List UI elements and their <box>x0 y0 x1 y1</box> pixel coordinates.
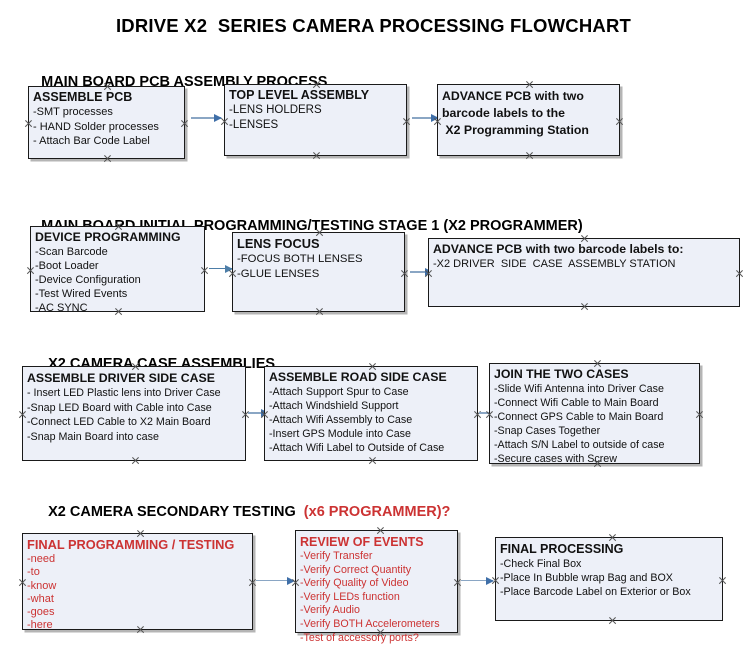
node-advance-pcb-to-x2-programming-station[interactable]: ADVANCE PCB with two barcode labels to t… <box>437 84 620 156</box>
connection-handle-bottom[interactable] <box>103 154 112 163</box>
node-line: -Boot Loader <box>35 260 99 272</box>
node-line: -Test Wired Events <box>35 288 128 300</box>
connector-assemble-pcb-to-top-level-assembly <box>191 113 222 122</box>
node-line: -AC SYNC <box>35 302 88 314</box>
node-line: -what <box>27 592 54 605</box>
node-final-processing[interactable]: FINAL PROCESSING -Check Final Box -Place… <box>495 537 723 621</box>
node-line: -Verify Correct Quantity <box>300 563 412 576</box>
connector-device-programming-to-lens-focus <box>209 263 233 275</box>
node-title: JOIN THE TWO CASES <box>494 367 629 381</box>
connection-handle-bottom[interactable] <box>525 151 534 160</box>
node-line: -need <box>27 553 56 565</box>
node-title: REVIEW OF EVENTS <box>300 535 424 549</box>
node-title: TOP LEVEL ASSEMBLY <box>229 88 370 102</box>
connector-top-level-assembly-to-advance-pcb <box>412 113 439 122</box>
node-title: ASSEMBLE PCB <box>33 90 133 104</box>
connection-handle-bottom[interactable] <box>580 302 589 311</box>
node-title: ASSEMBLE ROAD SIDE CASE <box>269 370 447 384</box>
node-line: -Verify Audio <box>300 604 361 617</box>
connection-handle-bottom[interactable] <box>368 456 377 465</box>
node-line: -Attach Wifi Label to Outside of Case <box>269 442 445 454</box>
node-title: DEVICE PROGRAMMING <box>35 230 181 244</box>
node-line-overflow: -Test of accessory ports? <box>300 631 419 644</box>
node-line: -goes <box>27 606 55 619</box>
node-line: -Attach Wifi Assembly to Case <box>269 414 413 426</box>
node-top-level-assembly[interactable]: TOP LEVEL ASSEMBLY -LENS HOLDERS -LENSES <box>224 84 407 156</box>
node-title: ADVANCE PCB with two <box>442 89 584 103</box>
node-line: -Check Final Box <box>500 558 582 570</box>
node-line: -FOCUS BOTH LENSES <box>237 253 363 265</box>
node-line: -Place In Bubble wrap Bag and BOX <box>500 572 673 584</box>
node-line: - HAND Solder processes <box>33 120 159 133</box>
node-line: -Scan Barcode <box>35 246 108 258</box>
node-line: -Attach Support Spur to Case <box>269 386 409 398</box>
node-line: -know <box>27 579 57 592</box>
section-heading-text: X2 CAMERA SECONDARY TESTING <box>48 504 304 520</box>
node-title: ASSEMBLE DRIVER SIDE CASE <box>27 371 215 385</box>
node-line: -Secure cases with Screw <box>494 453 617 465</box>
node-line: -Slide Wifi Antenna into Driver Case <box>494 383 664 395</box>
node-review-of-events[interactable]: REVIEW OF EVENTS -Verify Transfer -Verif… <box>295 530 458 644</box>
node-line: -to <box>27 566 40 579</box>
connector-final-programming-to-review-of-events <box>256 575 295 587</box>
node-join-the-two-cases[interactable]: JOIN THE TWO CASES -Slide Wifi Antenna i… <box>489 363 700 465</box>
node-lens-focus[interactable]: LENS FOCUS -FOCUS BOTH LENSES -GLUE LENS… <box>232 232 405 312</box>
connection-handle-bottom[interactable] <box>315 307 324 316</box>
connection-handle-bottom[interactable] <box>608 616 617 625</box>
node-line: X2 Programming Station <box>442 123 589 137</box>
node-title: LENS FOCUS <box>237 236 320 251</box>
connection-handle-bottom[interactable] <box>131 456 140 465</box>
page-title: IDRIVE X2 SERIES CAMERA PROCESSING FLOWC… <box>115 15 632 36</box>
node-line: -Device Configuration <box>35 274 141 286</box>
node-line: -Verify Quality of Video <box>300 577 409 590</box>
node-device-programming[interactable]: DEVICE PROGRAMMING -Scan Barcode -Boot L… <box>30 226 205 314</box>
node-line: -Attach Windshield Support <box>269 400 399 412</box>
node-assemble-road-side-case[interactable]: ASSEMBLE ROAD SIDE CASE -Attach Support … <box>264 366 478 461</box>
node-line: -Connect GPS Cable to Main Board <box>494 411 664 423</box>
node-line: -X2 DRIVER SIDE CASE ASSEMBLY STATION <box>433 258 676 270</box>
node-line: -Place Barcode Label on Exterior or Box <box>500 586 691 598</box>
node-line: -GLUE LENSES <box>237 267 320 280</box>
node-line: -Snap Main Board into case <box>27 430 159 443</box>
node-assemble-pcb[interactable]: ASSEMBLE PCB -SMT processes - HAND Solde… <box>28 86 185 159</box>
node-title: FINAL PROGRAMMING / TESTING <box>27 537 235 552</box>
connection-handle-bottom[interactable] <box>312 151 321 160</box>
node-line: -LENS HOLDERS <box>229 104 322 116</box>
node-line: - Attach Bar Code Label <box>33 135 150 147</box>
node-line: -Attach S/N Label to outside of case <box>494 439 665 451</box>
node-line: -Verify BOTH Accelerometers <box>300 617 440 630</box>
section-heading-x2-camera-secondary-testing: X2 CAMERA SECONDARY TESTING (x6 PROGRAMM… <box>32 488 450 536</box>
node-line: barcode labels to the <box>442 106 565 120</box>
node-line: -Verify LEDs function <box>300 590 400 603</box>
node-assemble-driver-side-case[interactable]: ASSEMBLE DRIVER SIDE CASE - Insert LED P… <box>22 366 246 461</box>
node-line: -here <box>27 619 53 632</box>
node-line: -Insert GPS Module into Case <box>269 428 411 440</box>
connector-review-of-events-to-final-processing <box>461 575 494 587</box>
node-line: -Snap Cases Together <box>494 425 601 437</box>
node-title: ADVANCE PCB with two barcode labels to: <box>433 242 684 256</box>
node-line: -Connect Wifi Cable to Main Board <box>494 397 659 409</box>
node-line: -Connect LED Cable to X2 Main Board <box>27 416 211 428</box>
section-heading-red-text: (x6 PROGRAMMER)? <box>303 504 451 520</box>
node-line: -SMT processes <box>33 106 113 118</box>
node-line: - Insert LED Plastic lens into Driver Ca… <box>27 387 221 399</box>
node-final-programming-testing[interactable]: FINAL PROGRAMMING / TESTING -need -to -k… <box>22 533 253 632</box>
node-title: FINAL PROCESSING <box>500 542 624 556</box>
node-line: -Verify Transfer <box>300 550 373 562</box>
node-advance-pcb-to-driver-side-case-assembly[interactable]: ADVANCE PCB with two barcode labels to: … <box>428 238 740 307</box>
node-line: -LENSES <box>229 119 279 131</box>
node-line: -Snap LED Board with Cable into Case <box>27 401 212 414</box>
